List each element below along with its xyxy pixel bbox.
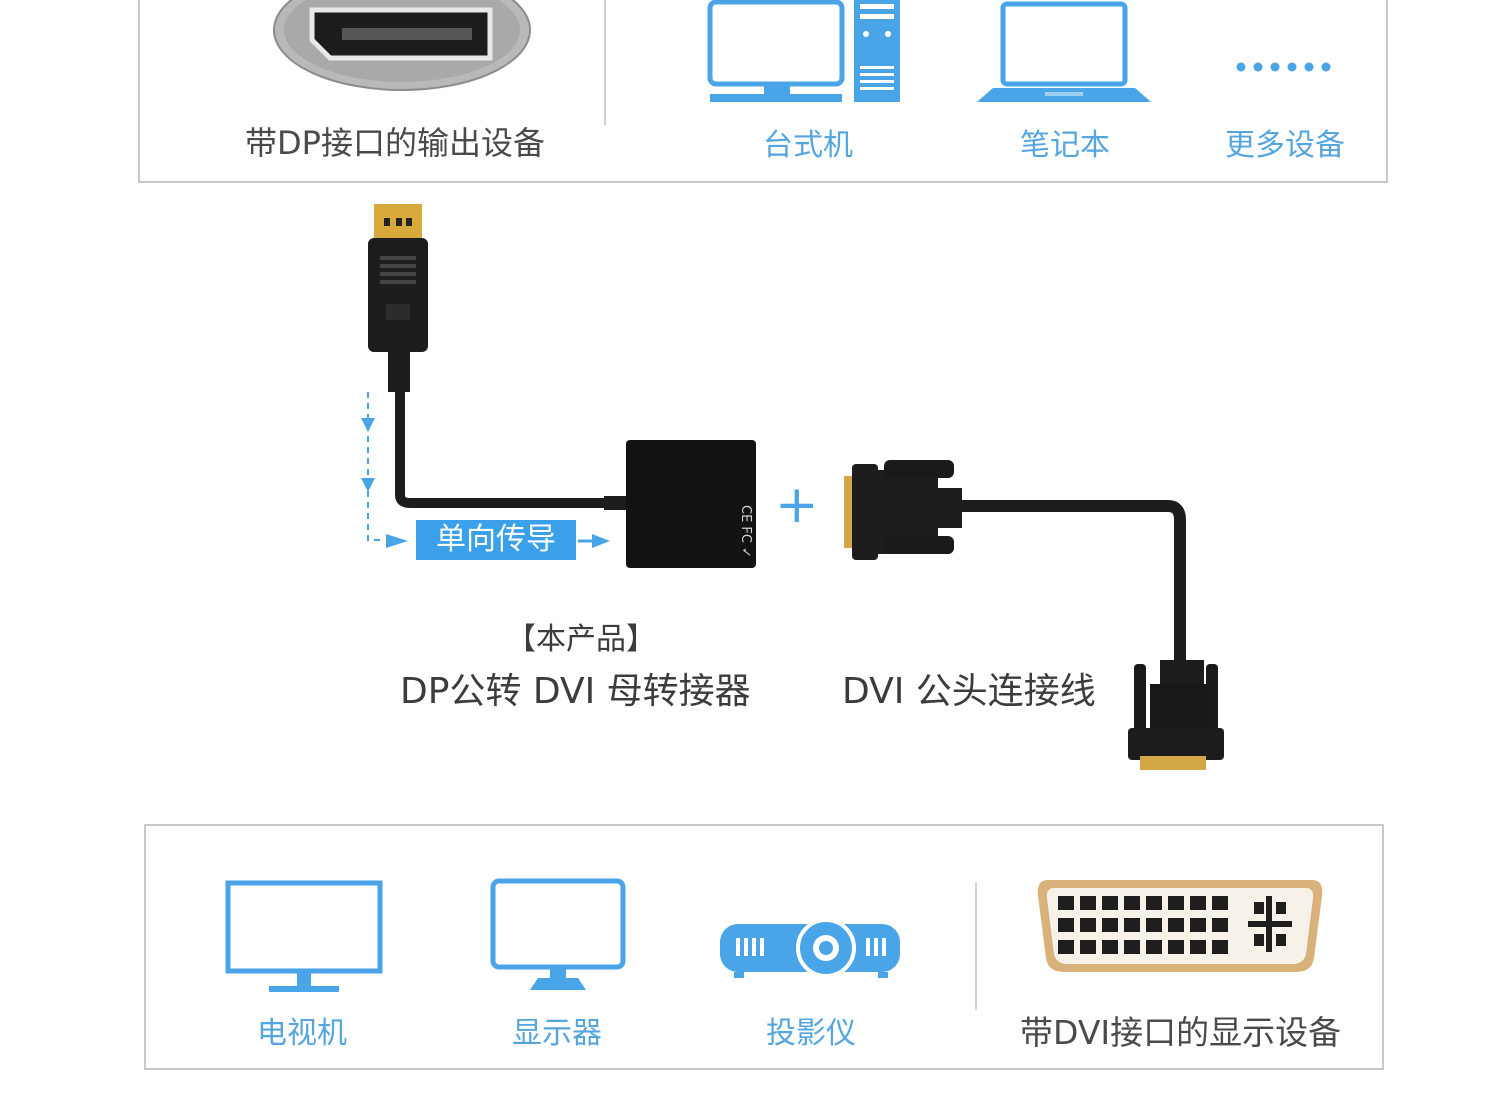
bottom-divider: [975, 882, 977, 1010]
device-label-desktop: 台式机: [763, 128, 853, 163]
plus-sign: +: [775, 475, 819, 535]
top-divider: [604, 0, 606, 125]
svg-text:CE FC ✓: CE FC ✓: [738, 505, 753, 558]
dvi-male-connector-icon: [844, 460, 962, 560]
cable-label: DVI 公头连接线: [842, 671, 1096, 712]
dvi-plug-icon: [1128, 660, 1224, 770]
more-dots-icon: [1236, 62, 1331, 72]
dvi-port-icon: [1037, 880, 1323, 972]
dp-plug-icon: [368, 204, 428, 392]
desktop-computer-icon: [707, 0, 900, 102]
monitor-icon: [490, 878, 626, 990]
projector-icon: [720, 918, 900, 978]
tv-icon: [225, 880, 383, 992]
dvi-female-adapter-icon: CE FC ✓: [604, 440, 756, 568]
dp-port-icon: [273, 0, 531, 91]
device-label-more: 更多设备: [1225, 128, 1345, 163]
adapter-label: DP公转 DVI 母转接器: [400, 671, 751, 712]
laptop-icon: [977, 1, 1151, 102]
target-device-label: 带DVI接口的显示设备: [1020, 1013, 1342, 1052]
device-label-tv: 电视机: [257, 1016, 347, 1051]
flow-direction-badge: 单向传导: [416, 520, 576, 560]
connection-diagram: CE FC ✓: [361, 204, 1224, 770]
product-tag: 【本产品】: [506, 622, 656, 657]
device-label-laptop: 笔记本: [1020, 128, 1110, 163]
source-device-label: 带DP接口的输出设备: [245, 124, 545, 162]
device-label-projector: 投影仪: [766, 1016, 856, 1051]
device-label-monitor: 显示器: [512, 1016, 602, 1051]
